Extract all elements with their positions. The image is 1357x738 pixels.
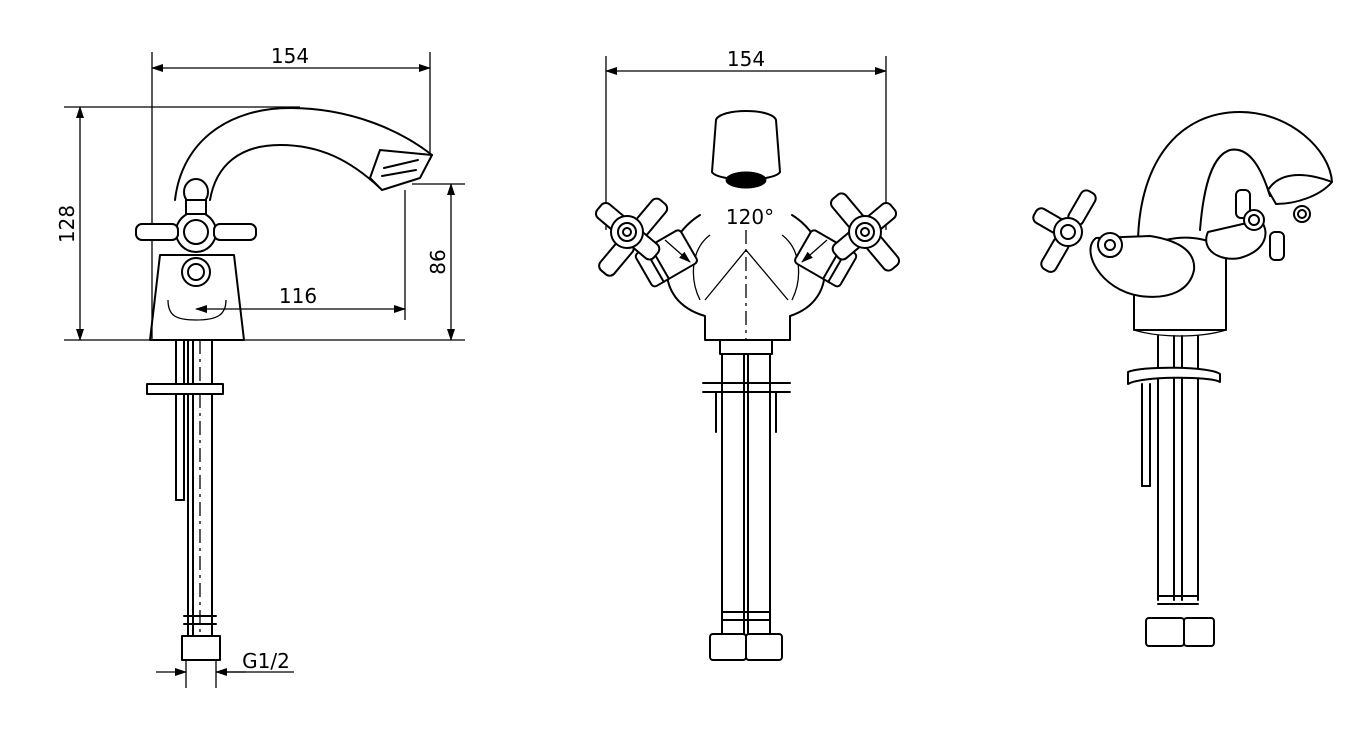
front-left-handle bbox=[594, 197, 669, 277]
side-spout-height-dimension: 86 bbox=[412, 183, 465, 341]
perspective-spout bbox=[1137, 111, 1333, 241]
side-height-label: 128 bbox=[55, 205, 79, 243]
side-spout bbox=[174, 107, 433, 201]
perspective-supply-pipes bbox=[1127, 335, 1221, 647]
front-view: 154 120° bbox=[594, 47, 901, 661]
side-reach-label: 116 bbox=[279, 284, 317, 308]
side-width-label: 154 bbox=[271, 44, 309, 68]
side-handle bbox=[135, 178, 257, 287]
perspective-left-handle bbox=[1032, 189, 1123, 273]
side-width-dimension: 154 bbox=[151, 44, 431, 340]
side-thread-label: G1/2 bbox=[242, 649, 290, 673]
perspective-view bbox=[1032, 111, 1333, 647]
side-height-dimension: 128 bbox=[55, 106, 465, 341]
front-supply-pipes bbox=[702, 339, 791, 661]
front-width-label: 154 bbox=[727, 47, 765, 71]
side-thread-dimension: G1/2 bbox=[156, 649, 294, 688]
side-view: 154 128 86 116 bbox=[55, 44, 465, 688]
front-angle-label: 120° bbox=[726, 205, 774, 229]
front-width-dimension: 154 bbox=[605, 47, 887, 230]
front-body bbox=[665, 214, 826, 341]
side-supply-pipes bbox=[146, 339, 224, 661]
front-right-handle bbox=[829, 192, 901, 272]
side-spout-height-label: 86 bbox=[426, 249, 450, 274]
side-reach-dimension: 116 bbox=[195, 190, 406, 320]
perspective-right-handle bbox=[1235, 189, 1285, 261]
front-spout bbox=[711, 110, 781, 189]
